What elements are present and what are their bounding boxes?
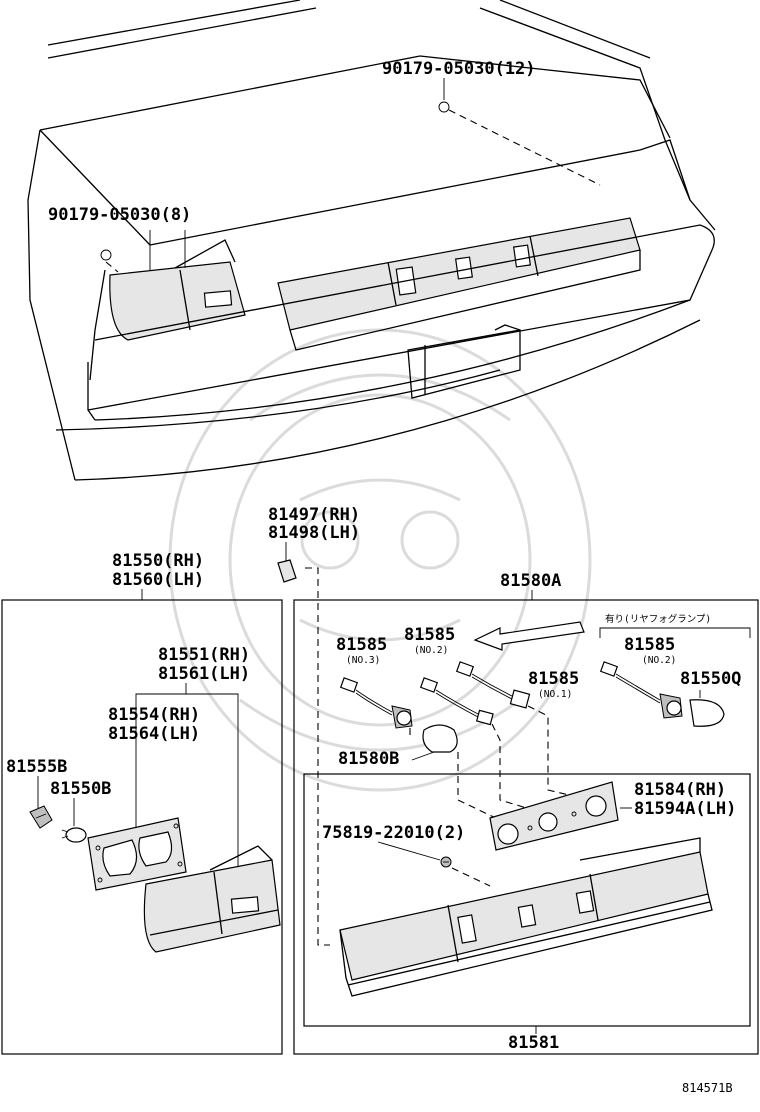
label-socket-b: 81555B [6, 757, 67, 777]
watermark-emblem [168, 328, 592, 792]
bolt-top-icon [438, 101, 450, 113]
label-lamp-lh: 81560(LH) [112, 570, 204, 590]
label-garnish: 81581 [508, 1033, 559, 1053]
bulb-81550q [689, 699, 725, 727]
label-bulb-q: 81550Q [680, 669, 741, 689]
clip-part [277, 559, 297, 583]
label-socket-2: 81585 [404, 625, 455, 645]
license-lamp-group-box [293, 599, 759, 1055]
label-socket-3: 81585 [336, 635, 387, 655]
label-lamp-rh: 81550(RH) [112, 551, 204, 571]
label-gasket-rh: 81554(RH) [108, 705, 200, 725]
direction-arrow-icon [473, 621, 585, 651]
label-socket-1: 81585 [528, 669, 579, 689]
rear-garnish-81581 [339, 837, 713, 997]
screw-part [440, 856, 452, 868]
label-socket-opt: 81585 [624, 635, 675, 655]
label-socket-3-sub: (NO.3) [346, 655, 380, 666]
label-clip-lh: 81498(LH) [268, 523, 360, 543]
vehicle-rear-body [27, 0, 716, 481]
bulb-81580b [422, 724, 458, 753]
label-lens-lh: 81561(LH) [158, 664, 250, 684]
socket-no3 [339, 677, 413, 729]
label-bolt-12: 90179-05030(12) [382, 59, 536, 79]
label-bulb-b: 81550B [50, 779, 111, 799]
label-plate-rh: 81584(RH) [634, 780, 726, 800]
label-socket-opt-sub: (NO.2) [642, 655, 676, 666]
label-clip-rh: 81497(RH) [268, 505, 360, 525]
label-option-note: 有り(リヤフォグランプ) [605, 613, 711, 625]
socket-81555b [29, 805, 53, 829]
license-lamp-plate [489, 781, 619, 851]
label-bulb-80b: 81580B [338, 749, 399, 769]
garnish-subgroup-box [303, 773, 751, 1027]
label-gasket-lh: 81564(LH) [108, 724, 200, 744]
bulb-81550b [61, 827, 87, 843]
label-screw: 75819-22010(2) [322, 823, 465, 843]
label-plate-lh: 81594A(LH) [634, 799, 736, 819]
label-license-assy: 81580A [500, 571, 561, 591]
figure-id: 814571B [682, 1081, 733, 1095]
label-socket-1-sub: (NO.1) [538, 689, 572, 700]
socket-no1 [455, 661, 531, 709]
tail-lamp-assembly [143, 845, 281, 953]
bolt-left-icon [100, 249, 112, 261]
label-socket-2-sub: (NO.2) [414, 645, 448, 656]
label-bolt-8: 90179-05030(8) [48, 205, 191, 225]
tail-lamp-group-box [1, 599, 283, 1055]
label-lens-rh: 81551(RH) [158, 645, 250, 665]
socket-no2 [419, 677, 494, 726]
socket-optional [599, 661, 725, 727]
